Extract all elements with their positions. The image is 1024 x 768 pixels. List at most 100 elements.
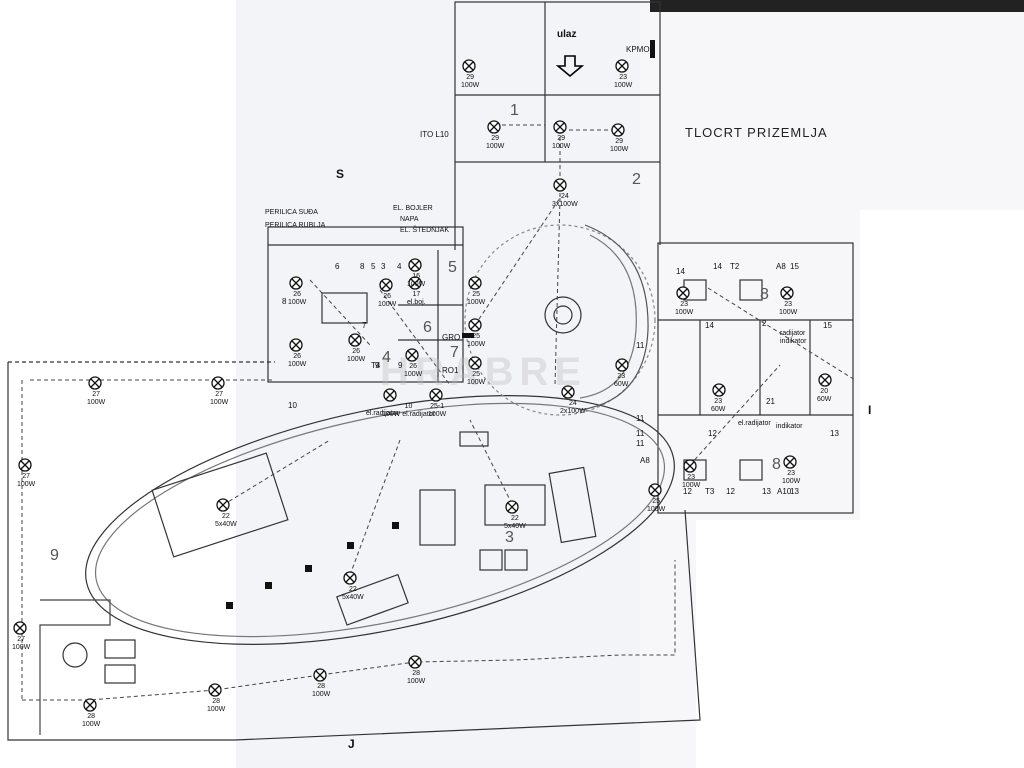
light-fixture-icon	[615, 358, 629, 372]
light-fixture-icon	[289, 276, 303, 290]
light-fixture-icon	[648, 483, 662, 497]
fixture-label: 27 100W	[17, 473, 36, 488]
light-fixture-icon	[676, 286, 690, 300]
circuit-label: 11	[636, 341, 645, 350]
light-fixture-icon	[405, 348, 419, 362]
circuit-label: 11	[636, 414, 645, 423]
room-number: 8	[772, 456, 781, 473]
room-number: 2	[632, 171, 641, 188]
side-label-j: J	[348, 737, 355, 751]
circuit-label: 14	[676, 267, 685, 276]
fixture-label: 23 60W	[711, 398, 726, 413]
circuit-label: T4	[371, 361, 381, 370]
fixture-label: 26 100W	[288, 291, 307, 306]
misc-label: indikator	[776, 423, 803, 430]
light-fixture-icon	[83, 698, 97, 712]
circuit-label: 12	[726, 487, 735, 496]
misc-label: indikator	[780, 338, 807, 345]
fixture-label: 26 100W	[404, 363, 423, 378]
fixture-label: 27 100W	[87, 391, 106, 406]
fixture-label: 27 100W	[210, 391, 229, 406]
fixture-label: 28 100W	[407, 670, 426, 685]
appliance-label: NAPA	[400, 216, 419, 223]
light-fixture-icon	[780, 286, 794, 300]
light-fixture-icon	[712, 383, 726, 397]
light-fixture-icon	[208, 683, 222, 697]
light-fixture-icon	[553, 178, 567, 192]
circuit-label: 10	[288, 401, 297, 410]
fixture-label: 23 100W	[782, 470, 801, 485]
fixture-label: 22 5x40W	[215, 513, 237, 528]
fixture-label: 22 5x40W	[504, 515, 526, 530]
fixture-label: 16 100W	[407, 273, 426, 288]
circuit-label: 5	[371, 262, 376, 271]
fixture-label: 24 3x100W	[552, 193, 578, 208]
light-fixture-icon	[379, 278, 393, 292]
fixture-label: 25 100W	[647, 498, 666, 513]
light-fixture-icon	[343, 571, 357, 585]
circuit-label: A8	[776, 262, 786, 271]
light-fixture-icon	[561, 385, 575, 399]
fixture-label: 29 100W	[461, 74, 480, 89]
circuit-label: 7	[362, 321, 367, 330]
circuit-label: 6	[335, 262, 340, 271]
fixture-label: 23 100W	[675, 301, 694, 316]
fixture-label: 26 100W	[347, 348, 366, 363]
light-fixture-icon	[216, 498, 230, 512]
fixture-label: 22 5x40W	[342, 586, 364, 601]
room-number: 7	[450, 344, 459, 361]
fixture-label: 26 100W	[288, 353, 307, 368]
fixture-label: 29 100W	[486, 135, 505, 150]
circuit-label: 13	[830, 429, 839, 438]
circuit-label: 12	[708, 429, 717, 438]
fixture-label: 29 100W	[552, 135, 571, 150]
light-fixture-icon	[468, 276, 482, 290]
light-fixture-icon	[553, 120, 567, 134]
light-fixture-icon	[468, 356, 482, 370]
circuit-label: A10	[777, 487, 792, 496]
circuit-label: 8	[360, 262, 365, 271]
circuit-label: 14	[713, 262, 722, 271]
side-label-i: I	[868, 403, 872, 417]
room-number: 5	[448, 259, 457, 276]
light-fixture-icon	[88, 376, 102, 390]
entrance-label: ulaz	[557, 29, 577, 40]
circuit-label: A8	[640, 456, 650, 465]
fixture-label: 26 100W	[378, 293, 397, 308]
fixture-label: 20 60W	[817, 388, 832, 403]
plan-title: TLOCRT PRIZEMLJA	[685, 125, 828, 140]
light-fixture-icon	[18, 458, 32, 472]
circuit-label: 9	[375, 361, 380, 370]
fixture-label: 25 100W	[467, 371, 486, 386]
misc-label: radijator	[780, 330, 806, 337]
light-fixture-icon	[611, 123, 625, 137]
kpmo-label: KPMO	[626, 45, 650, 54]
misc-label: el.radijator	[366, 410, 399, 417]
light-fixture-icon	[505, 500, 519, 514]
fixture-label: 23 100W	[682, 474, 701, 489]
fixture-label: 23 100W	[614, 74, 633, 89]
light-fixture-icon	[408, 258, 422, 272]
room-number: 3	[505, 529, 514, 546]
ito-label: ITO L10	[420, 130, 449, 139]
light-fixture-icon	[13, 621, 27, 635]
circuit-label: 4	[397, 262, 402, 271]
circuit-label: 21	[766, 397, 775, 406]
circuit-label: T2	[730, 262, 740, 271]
room-number: 8	[760, 286, 769, 303]
fixture-label: 28 100W	[82, 713, 101, 728]
room-number: 4	[382, 349, 391, 366]
light-fixture-icon	[783, 455, 797, 469]
fixture-label: 23 100W	[779, 301, 798, 316]
fixture-label: 28 100W	[312, 683, 331, 698]
circuit-label: 13	[790, 487, 799, 496]
gro-label: GRO	[442, 333, 461, 342]
light-fixture-icon	[462, 59, 476, 73]
fixture-label: 10 100W el.radijator	[382, 403, 435, 418]
circuit-label: T3	[705, 487, 715, 496]
circuit-label: 2	[762, 319, 767, 328]
light-fixture-icon	[289, 338, 303, 352]
fixture-label: 25 100W	[467, 291, 486, 306]
appliance-label: PERILICA RUBLJA	[265, 222, 326, 229]
